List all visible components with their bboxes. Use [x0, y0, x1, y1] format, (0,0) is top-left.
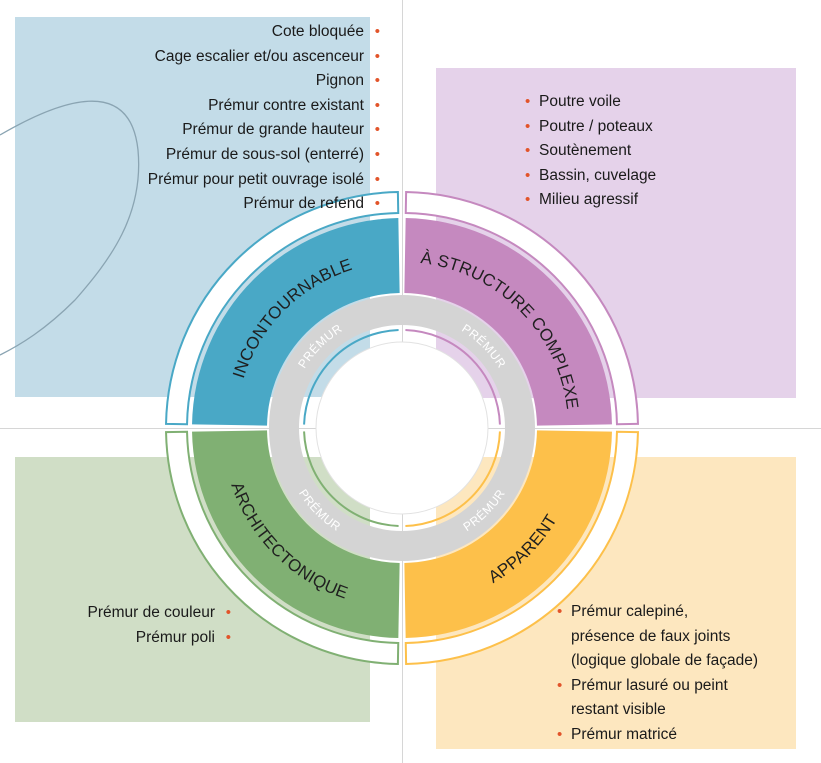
outline-arc-br — [404, 430, 639, 665]
list-item: Poutre / poteaux — [525, 115, 656, 140]
premur-ring — [269, 295, 535, 561]
outline-arc-tl — [165, 191, 400, 426]
list-item: Prémur calepiné,présence de faux joints(… — [557, 600, 797, 674]
segment-tr — [404, 218, 612, 426]
list-apparent: Prémur calepiné,présence de faux joints(… — [557, 600, 797, 748]
list-structure-complexe: Poutre voilePoutre / poteauxSoutènementB… — [525, 90, 656, 213]
inner-arc-tl — [303, 329, 399, 425]
list-item: Prémur matricé — [557, 723, 797, 748]
inner-arc-bl — [303, 431, 399, 527]
outline-arc-tr — [404, 191, 639, 426]
list-item: Pignon — [148, 69, 381, 94]
list-architectonique: Prémur de couleurPrémur poli — [87, 601, 231, 650]
outline-arc-bl — [165, 430, 400, 665]
list-item: Prémur pour petit ouvrage isolé — [148, 168, 381, 193]
list-item: Prémur de sous-sol (enterré) — [148, 143, 380, 168]
list-item: Prémur de grande hauteur — [148, 118, 380, 143]
list-item: Prémur de refend — [148, 192, 380, 217]
list-item: Cote bloquée — [148, 20, 380, 45]
decorative-curve — [0, 100, 140, 356]
center-circle — [315, 341, 489, 515]
list-item: Poutre voile — [525, 90, 656, 115]
list-item: Prémur contre existant — [148, 94, 380, 119]
list-item: Prémur de couleur — [87, 601, 231, 626]
list-incontournable: Cote bloquéeCage escalier et/ou ascenceu… — [148, 20, 381, 217]
list-item: Milieu agressif — [525, 188, 656, 213]
segment-bl — [192, 430, 400, 638]
segment-br — [404, 430, 612, 638]
inner-arc-br — [405, 431, 501, 527]
inner-arc-tr — [405, 329, 501, 425]
list-item: Soutènement — [525, 139, 656, 164]
list-item: Prémur poli — [87, 626, 231, 651]
segment-tl — [192, 218, 400, 426]
list-item: Cage escalier et/ou ascenceur — [148, 45, 381, 70]
list-item: Bassin, cuvelage — [525, 164, 656, 189]
